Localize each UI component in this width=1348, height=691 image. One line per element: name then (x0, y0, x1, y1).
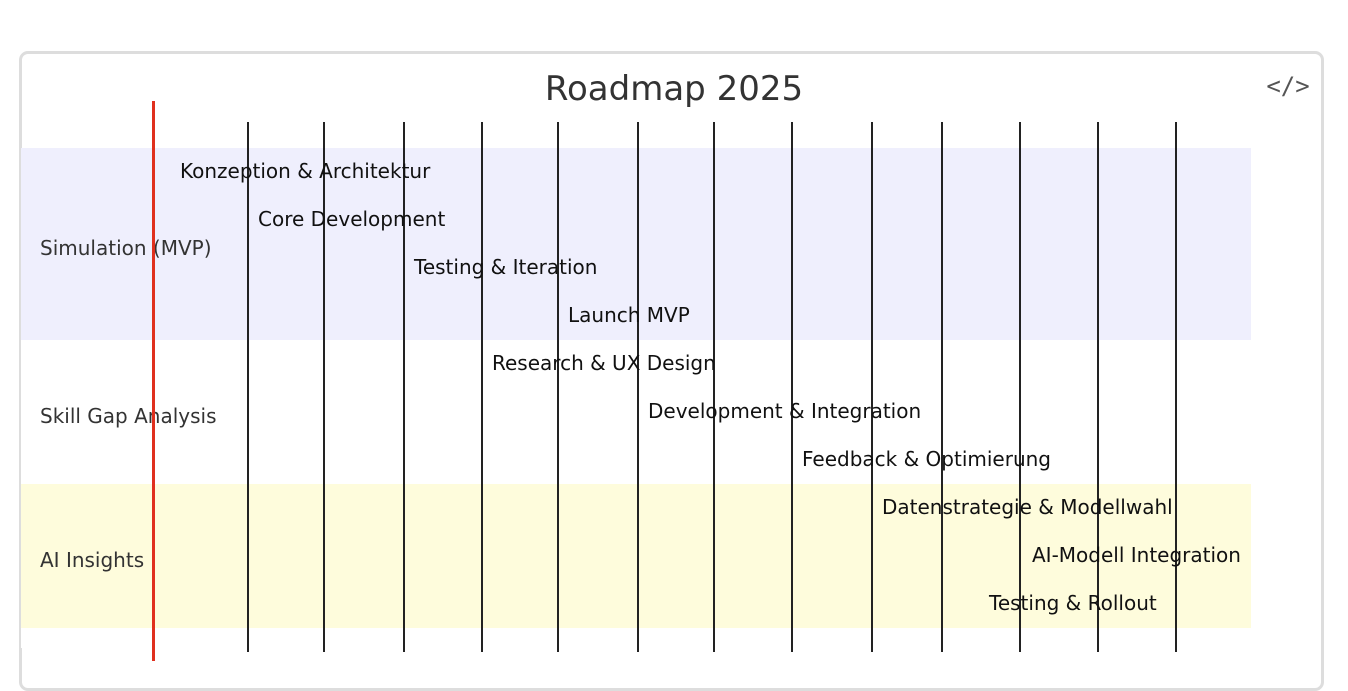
section-label-ai-insights: AI Insights (40, 548, 145, 572)
grid-line (1097, 122, 1099, 652)
section-label-skill-gap: Skill Gap Analysis (40, 404, 217, 428)
task-label: Konzeption & Architektur (180, 159, 431, 183)
grid-line (557, 122, 559, 652)
task-label: Testing & Rollout (989, 591, 1157, 615)
grid-line (713, 122, 715, 652)
task-label: AI-Modell Integration (1032, 543, 1241, 567)
task-label: Feedback & Optimierung (802, 447, 1052, 471)
code-icon: </> (1266, 72, 1310, 100)
grid-line (941, 122, 943, 652)
grid-line (1175, 122, 1177, 652)
task-label: Research & UX Design (492, 351, 716, 375)
task-label: Datenstrategie & Modellwahl (882, 495, 1173, 519)
grid-line (871, 122, 873, 652)
today-marker (152, 101, 155, 661)
grid-line (247, 122, 249, 652)
task-label: Launch MVP (568, 303, 690, 327)
diagram-title: Roadmap 2025 (544, 69, 804, 109)
grid-line (637, 122, 639, 652)
section-band-extra (21, 628, 1251, 648)
grid-line (481, 122, 483, 652)
grid-line (791, 122, 793, 652)
grid-line (323, 122, 325, 652)
section-label-simulation: Simulation (MVP) (40, 236, 212, 260)
task-label: Development & Integration (648, 399, 922, 423)
section-band-ai-insights (21, 484, 1251, 628)
section-band-skill-gap (21, 340, 1251, 484)
view-code-button[interactable]: </> (1266, 70, 1310, 102)
grid-line (403, 122, 405, 652)
section-band-simulation (21, 148, 1251, 340)
grid-line (1019, 122, 1021, 652)
task-label: Testing & Iteration (414, 255, 598, 279)
task-label: Core Development (258, 207, 446, 231)
